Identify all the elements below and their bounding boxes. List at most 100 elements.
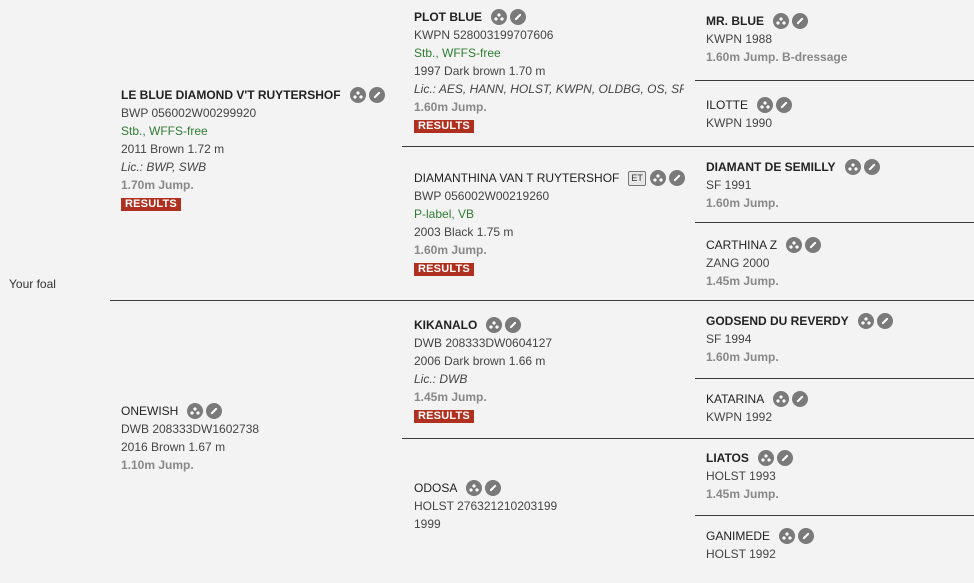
pedigree-tree-icon[interactable] <box>649 170 666 186</box>
registration: KWPN 528003199707606 <box>414 28 554 42</box>
pencil-edit-icon[interactable] <box>792 391 809 407</box>
results-button[interactable]: RESULTS <box>414 410 474 423</box>
your-foal-label: Your foal <box>9 277 56 291</box>
jump-level: 1.60m Jump. <box>706 350 779 364</box>
dds-card: LIATOS HOLST 1993 1.45m Jump. <box>706 449 793 503</box>
sire-line-divider <box>402 146 974 147</box>
pencil-edit-icon[interactable] <box>776 97 793 113</box>
dsd-card: KATARINA KWPN 1992 <box>706 390 809 426</box>
horse-name[interactable]: GANIMEDE <box>706 529 771 543</box>
dss-card: GODSEND DU REVERDY SF 1994 1.60m Jump. <box>706 312 893 366</box>
ssd-card: ILOTTE KWPN 1990 <box>706 96 793 132</box>
status: P-label, VB <box>414 207 475 221</box>
pencil-edit-icon[interactable] <box>206 403 223 419</box>
divider <box>695 515 974 516</box>
sire-dam-card: DIAMANTHINA VAN T RUYTERSHOF ET BWP 0560… <box>414 169 685 277</box>
horse-name[interactable]: DIAMANT DE SEMILLY <box>706 160 836 174</box>
birth-info: 2006 Dark brown 1.66 m <box>414 354 546 368</box>
sire-sire-card: PLOT BLUE KWPN 528003199707606 Stb., WFF… <box>414 8 684 134</box>
jump-level: 1.70m Jump. <box>121 178 194 192</box>
registration: KWPN 1990 <box>706 116 773 130</box>
results-button[interactable]: RESULTS <box>414 120 474 133</box>
pedigree-tree-icon[interactable] <box>786 237 803 253</box>
registration: DWB 208333DW1602738 <box>121 422 260 436</box>
pencil-edit-icon[interactable] <box>505 317 522 333</box>
jump-level: 1.60m Jump. <box>414 243 487 257</box>
pedigree-tree-icon[interactable] <box>773 13 789 29</box>
divider <box>695 80 974 81</box>
birth-info: 2003 Black 1.75 m <box>414 225 514 239</box>
pedigree-tree-icon[interactable] <box>844 159 861 175</box>
birth-info: 1999 <box>414 517 441 531</box>
registration: KWPN 1992 <box>706 410 773 424</box>
jump-level: 1.45m Jump. <box>706 274 779 288</box>
pencil-edit-icon[interactable] <box>510 9 526 25</box>
dam-card: ONEWISH DWB 208333DW1602738 2016 Brown 1… <box>121 402 259 474</box>
pedigree-tree-icon[interactable] <box>757 450 774 466</box>
pedigree-tree-icon[interactable] <box>491 9 507 25</box>
horse-name[interactable]: ODOSA <box>414 481 458 495</box>
birth-info: 2016 Brown 1.67 m <box>121 440 226 454</box>
results-button[interactable]: RESULTS <box>414 263 474 276</box>
pencil-edit-icon[interactable] <box>798 528 815 544</box>
horse-name[interactable]: KATARINA <box>706 392 765 406</box>
horse-name[interactable]: LIATOS <box>706 451 749 465</box>
pedigree-tree-icon[interactable] <box>486 317 503 333</box>
jump-level: 1.60m Jump. B-dressage <box>706 50 848 64</box>
dam-line-divider <box>402 438 974 439</box>
sss-card: MR. BLUE KWPN 1988 1.60m Jump. B-dressag… <box>706 12 847 66</box>
registration: ZANG 2000 <box>706 256 770 270</box>
horse-name[interactable]: GODSEND DU REVERDY <box>706 314 849 328</box>
horse-name[interactable]: DIAMANTHINA VAN T RUYTERSHOF <box>414 171 620 185</box>
licenses: Lic.: BWP, SWB <box>121 160 207 174</box>
horse-name[interactable]: CARTHINA Z <box>706 238 778 252</box>
sdd-card: CARTHINA Z ZANG 2000 1.45m Jump. <box>706 236 822 290</box>
pedigree-tree-icon[interactable] <box>773 391 790 407</box>
dam-name[interactable]: ONEWISH <box>121 404 179 418</box>
registration: KWPN 1988 <box>706 32 773 46</box>
registration: SF 1994 <box>706 332 752 346</box>
status: Stb., WFFS-free <box>121 124 208 138</box>
pencil-edit-icon[interactable] <box>485 480 502 496</box>
pedigree-tree-icon[interactable] <box>857 313 874 329</box>
sds-card: DIAMANT DE SEMILLY SF 1991 1.60m Jump. <box>706 158 880 212</box>
results-button[interactable]: RESULTS <box>121 198 181 211</box>
registration: DWB 208333DW0604127 <box>414 336 553 350</box>
jump-level: 1.45m Jump. <box>414 390 487 404</box>
registration: BWP 056002W00299920 <box>121 106 257 120</box>
divider <box>695 222 974 223</box>
divider <box>695 378 974 379</box>
registration: HOLST 1992 <box>706 547 776 561</box>
horse-name[interactable]: ILOTTE <box>706 98 749 112</box>
sire-card: LE BLUE DIAMOND V'T RUYTERSHOF BWP 05600… <box>121 86 385 212</box>
pencil-edit-icon[interactable] <box>776 450 793 466</box>
pedigree-tree-icon[interactable] <box>349 87 366 103</box>
pedigree-tree-icon[interactable] <box>757 97 774 113</box>
pedigree-tree-icon[interactable] <box>187 403 204 419</box>
horse-name[interactable]: PLOT BLUE <box>414 10 482 24</box>
registration: SF 1991 <box>706 178 752 192</box>
horse-name[interactable]: MR. BLUE <box>706 14 764 28</box>
pencil-edit-icon[interactable] <box>863 159 880 175</box>
birth-info: 2011 Brown 1.72 m <box>121 142 225 156</box>
jump-level: 1.60m Jump. <box>414 100 487 114</box>
pencil-edit-icon[interactable] <box>668 170 685 186</box>
dam-dam-card: ODOSA HOLST 276321210203199 1999 <box>414 479 557 533</box>
pencil-edit-icon[interactable] <box>368 87 385 103</box>
status: Stb., WFFS-free <box>414 46 501 60</box>
pencil-edit-icon[interactable] <box>876 313 893 329</box>
licenses: Lic.: DWB <box>414 372 468 386</box>
sire-name[interactable]: LE BLUE DIAMOND V'T RUYTERSHOF <box>121 88 341 102</box>
embryo-transfer-badge: ET <box>628 170 646 186</box>
jump-level: 1.10m Jump. <box>121 458 194 472</box>
birth-info: 1997 Dark brown 1.70 m <box>414 64 546 78</box>
pencil-edit-icon[interactable] <box>805 237 822 253</box>
pedigree-tree-icon[interactable] <box>466 480 483 496</box>
generation-divider <box>110 300 974 301</box>
horse-name[interactable]: KIKANALO <box>414 318 478 332</box>
pencil-edit-icon[interactable] <box>792 13 808 29</box>
registration: BWP 056002W00219260 <box>414 189 550 203</box>
pedigree-tree-icon[interactable] <box>779 528 796 544</box>
jump-level: 1.60m Jump. <box>706 196 779 210</box>
